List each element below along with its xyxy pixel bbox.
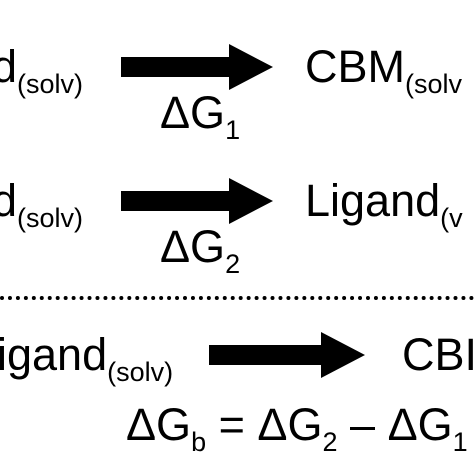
reaction2-reactant: d(solv) (0, 175, 84, 233)
arrow-icon (121, 178, 273, 224)
reaction1-arrow-label: ΔG1 (160, 87, 241, 145)
equation-lhs: ΔGb (126, 399, 207, 457)
equation-minus: – (350, 399, 376, 450)
reaction2-arrow-label: ΔG2 (160, 221, 241, 279)
reaction3-product: CBI (402, 329, 474, 380)
arrow-icon (121, 44, 273, 90)
dotted-divider (0, 296, 474, 300)
binding-energy-equation: ΔGb = ΔG2 – ΔG1 (126, 399, 468, 457)
equation-term2: ΔG1 (387, 399, 468, 457)
equation-term1: ΔG2 (257, 399, 338, 457)
reaction1-product: CBM(solv (305, 41, 463, 99)
arrow-icon (209, 332, 365, 378)
reaction3-reactant: igand(solv) (0, 329, 174, 387)
equation-equals: = (218, 399, 245, 450)
reaction2-product: Ligand(v (305, 175, 463, 233)
reaction1-reactant: d(solv) (0, 41, 84, 99)
